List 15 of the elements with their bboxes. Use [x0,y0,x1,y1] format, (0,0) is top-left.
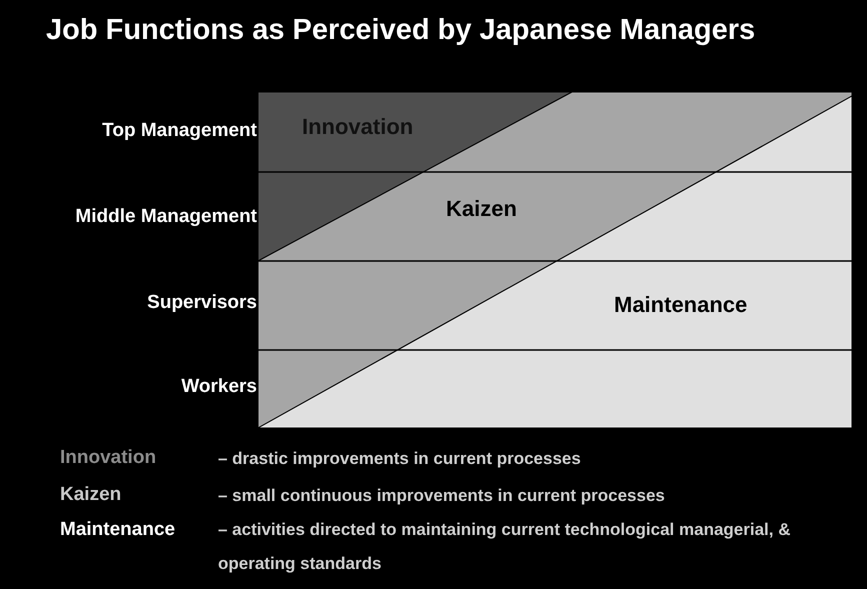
row-label: Top Management [102,120,257,142]
row-label: Workers [181,376,257,398]
term: Innovation [60,447,156,469]
term: Maintenance [60,519,176,541]
term: Kaizen [60,484,122,506]
band-label: Innovation [302,114,414,140]
definition: – activities directed to maintaining current technological managerial, & operating standards [218,519,792,575]
row-label: Middle Management [75,206,257,228]
band-label: Kaizen [446,196,517,222]
row-label: Supervisors [147,292,257,314]
band-label: Maintenance [614,292,748,318]
definition: – drastic improvements in current processes [218,449,581,469]
diagonal-band [258,92,572,261]
chart-title: Job Functions as Perceived by Japanese Managers [46,14,756,47]
definition: – small continuous improvements in current processes [218,486,665,506]
